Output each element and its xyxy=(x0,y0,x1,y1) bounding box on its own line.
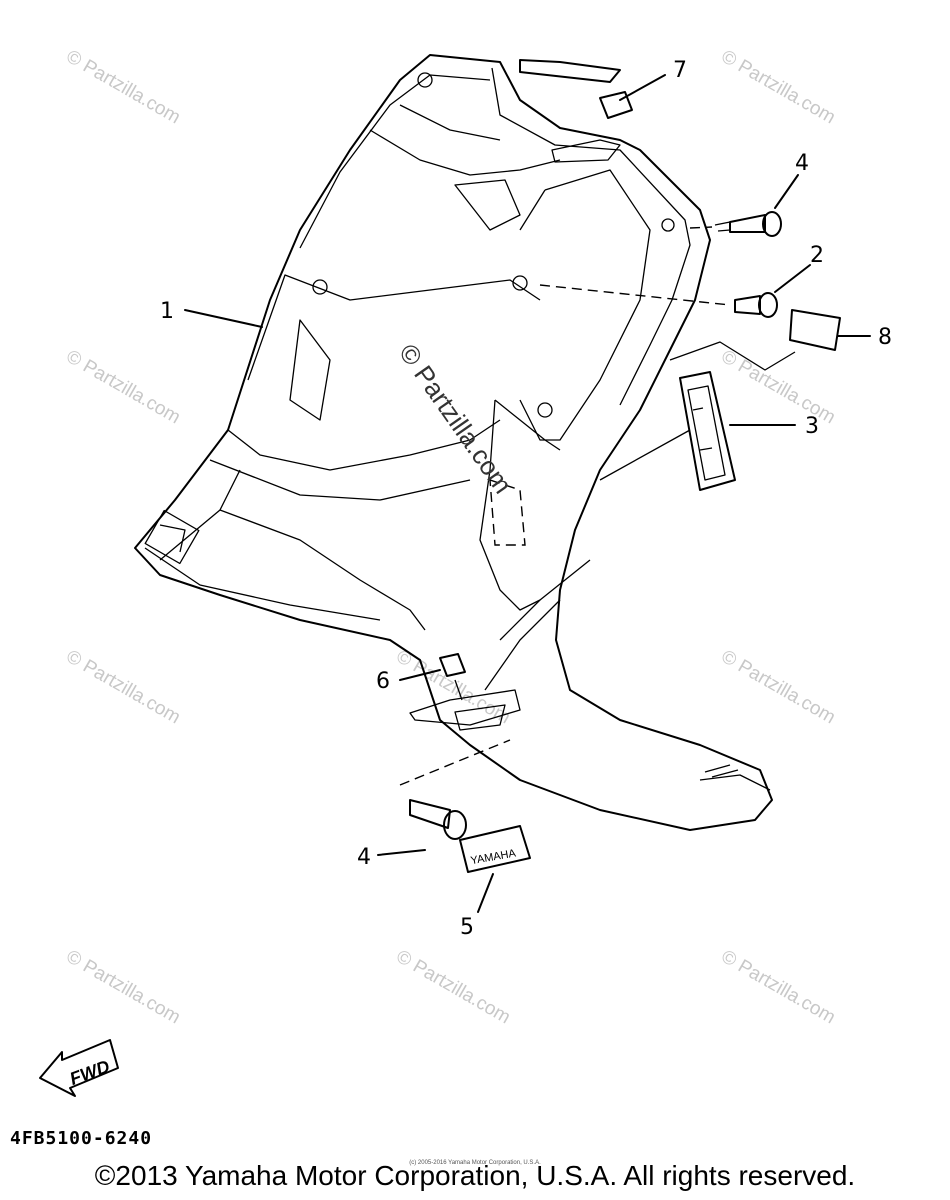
callout-7: 7 xyxy=(673,58,687,83)
watermark: © Partzilla.com xyxy=(63,346,184,428)
watermark: © Partzilla.com xyxy=(718,346,839,428)
callout-4-lower: 4 xyxy=(357,845,371,870)
copyright-text: ©2013 Yamaha Motor Corporation, U.S.A. A… xyxy=(94,1160,856,1191)
watermark: © Partzilla.com xyxy=(718,646,839,728)
screw-lower xyxy=(377,739,511,856)
watermark: © Partzilla.com xyxy=(63,646,184,728)
watermark: © Partzilla.com xyxy=(63,946,184,1028)
center-watermark: © Partzilla.com xyxy=(393,338,518,499)
watermark: © Partzilla.com xyxy=(718,946,839,1028)
watermark: © Partzilla.com xyxy=(393,946,514,1028)
callout-4-upper: 4 xyxy=(795,151,809,176)
callout-5: 5 xyxy=(460,915,474,940)
watermark: © Partzilla.com xyxy=(718,46,839,128)
leg-shield-body xyxy=(134,54,773,831)
tiny-copyright-note: (c) 2005-2016 Yamaha Motor Corporation, … xyxy=(409,1160,541,1166)
callout-2: 2 xyxy=(810,243,824,268)
part-code: 4FB5100-6240 xyxy=(10,1128,153,1149)
leader-1 xyxy=(184,309,263,328)
watermark-group: © Partzilla.com © Partzilla.com © Partzi… xyxy=(63,46,839,1028)
part-5-yamaha-emblem: YAMAHA xyxy=(459,825,531,913)
callout-6: 6 xyxy=(376,669,390,694)
part-6-clip xyxy=(399,653,466,701)
screw-2 xyxy=(539,264,811,318)
watermark: © Partzilla.com xyxy=(393,646,514,728)
part-8-label-plate xyxy=(669,309,871,371)
callout-3: 3 xyxy=(805,414,819,439)
callout-1: 1 xyxy=(160,299,174,324)
part-3-lid xyxy=(599,371,796,491)
screw-upper xyxy=(689,174,799,237)
callout-8: 8 xyxy=(878,325,892,350)
fwd-label: FWD xyxy=(67,1056,112,1089)
badge-text: YAMAHA xyxy=(470,847,518,867)
watermark: © Partzilla.com xyxy=(63,46,184,128)
part-7-top-strip xyxy=(519,59,666,163)
fwd-arrow-icon: FWD xyxy=(39,1039,119,1097)
